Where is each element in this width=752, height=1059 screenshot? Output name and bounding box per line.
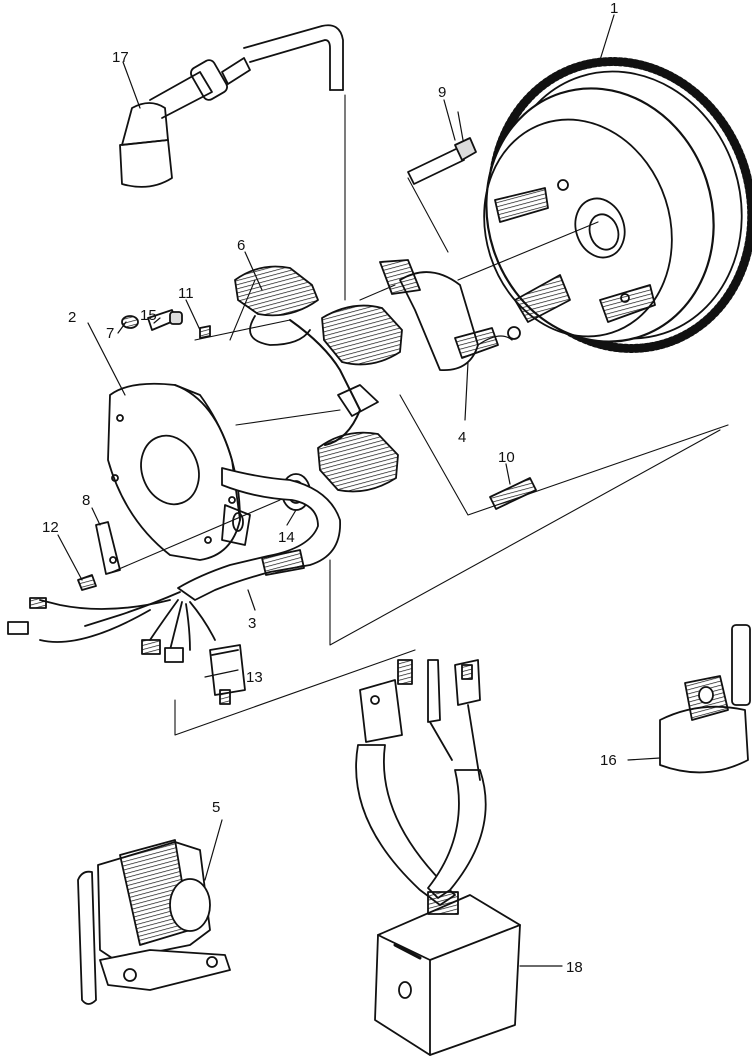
callout-9: 9 [438, 84, 446, 101]
stator-plate [107, 382, 251, 561]
callout-12: 12 [42, 519, 59, 536]
wire-harness [7, 467, 341, 663]
cdi-wiring [355, 659, 487, 915]
callout-labels: 1 2 3 4 5 6 7 8 9 10 11 12 13 14 15 16 1… [42, 0, 618, 976]
leader-lines [57, 14, 661, 967]
callout-15: 15 [140, 307, 157, 324]
callout-11: 11 [178, 285, 194, 302]
bolt-upper [407, 111, 477, 185]
ignition-coil-module [379, 259, 521, 371]
callout-10: 10 [498, 449, 515, 466]
callout-16: 16 [600, 752, 617, 769]
washer [121, 315, 139, 329]
spark-plug-cap [119, 24, 344, 188]
connector [209, 644, 246, 705]
callout-14: 14 [278, 529, 295, 546]
callout-8: 8 [82, 492, 90, 509]
ignition-coil [659, 624, 751, 774]
callout-3: 3 [248, 615, 256, 632]
wire-clamp [95, 521, 121, 575]
callout-6: 6 [237, 237, 245, 254]
callout-4: 4 [458, 429, 466, 446]
screw [199, 325, 211, 339]
bolt-lower [489, 477, 537, 510]
starter-solenoid [77, 839, 231, 1005]
screw-clamp [77, 574, 97, 591]
callout-2: 2 [68, 309, 76, 326]
callout-17: 17 [112, 49, 129, 66]
stator-coils [234, 265, 403, 493]
callout-7: 7 [106, 325, 114, 342]
bolt-plate [147, 309, 183, 331]
callout-1: 1 [610, 0, 618, 17]
callout-18: 18 [566, 959, 583, 976]
assembly-lines [111, 94, 729, 736]
flywheel [483, 57, 752, 353]
cdi-box [374, 894, 521, 1056]
callout-13: 13 [246, 669, 263, 686]
callout-5: 5 [212, 799, 220, 816]
